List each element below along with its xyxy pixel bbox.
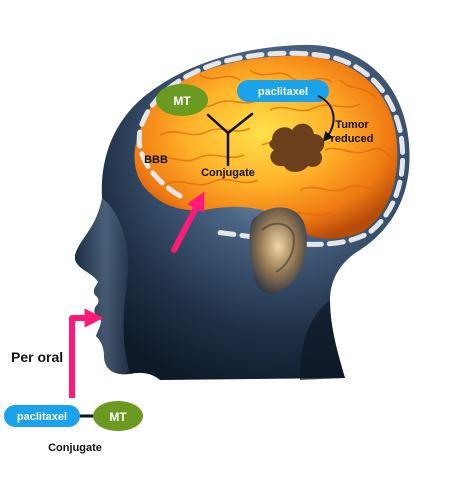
tumor-reduced-label-line1: Tumor — [335, 119, 369, 131]
mt-label-top: MT — [173, 94, 191, 108]
mt-molecule-top: MT — [156, 84, 208, 116]
mt-ellipse-bottom — [93, 401, 143, 431]
neck-shadow — [300, 300, 345, 380]
conjugate-label-bottom: Conjugate — [48, 442, 102, 454]
bbb-boundary — [136, 50, 406, 247]
oral-delivery-arrow — [69, 308, 104, 398]
mt-label-bottom: MT — [109, 410, 127, 424]
tumor-reduction-arrow — [317, 95, 335, 142]
tumor — [269, 123, 325, 172]
face-profile — [74, 198, 130, 375]
paclitaxel-label-top: paclitaxel — [258, 86, 308, 98]
paclitaxel-molecule-top: paclitaxel — [237, 80, 329, 102]
brain-entry-arrow — [171, 191, 205, 253]
conjugate-linker-y — [206, 112, 254, 167]
paclitaxel-label-bottom: paclitaxel — [17, 411, 67, 423]
tumor-reduced-label-line2: reduced — [331, 133, 374, 145]
bbb-label: BBB — [144, 154, 168, 166]
per-oral-label: Per oral — [11, 349, 63, 365]
paclitaxel-pill-bottom — [4, 405, 80, 427]
conjugate-molecule-bottom: paclitaxel MT — [4, 401, 143, 431]
conjugate-label-top: Conjugate — [201, 167, 255, 179]
ear — [249, 207, 307, 294]
